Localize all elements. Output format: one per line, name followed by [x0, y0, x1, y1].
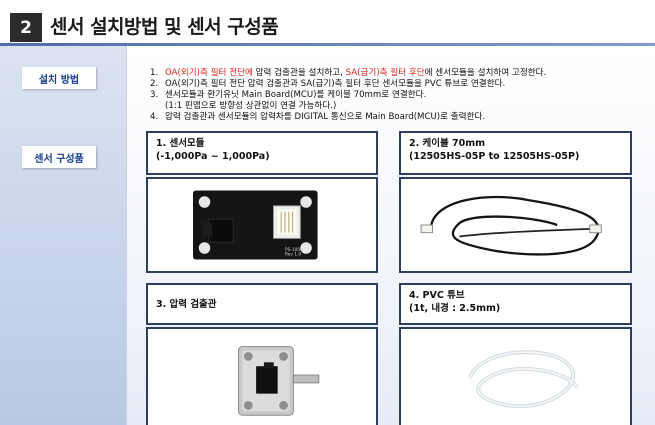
step-2-text: OA(외기)측 필터 전단 압력 검출관과 SA(급기)측 필터 후단 센서모듈… — [165, 79, 506, 89]
step-3-text: 센서모듈과 환기유닛 Main Board(MCU)를 케이블 70mm로 연결… — [165, 90, 427, 100]
section-number: 2 — [10, 13, 42, 42]
card-title: 2. 케이블 70mm — [409, 138, 486, 149]
board-print-line1: PS-1000 — [285, 247, 303, 253]
step-2: 2. OA(외기)측 필터 전단 압력 검출관과 SA(급기)측 필터 후단 센… — [150, 79, 640, 90]
card-cable-header: 2. 케이블 70mm (12505HS-05P to 12505HS-05P) — [399, 131, 632, 175]
page-header: 2 센서 설치방법 및 센서 구성품 — [0, 0, 655, 46]
card-subtitle: (1t, 내경 : 2.5mm) — [409, 303, 501, 314]
step-3: 3. 센서모듈과 환기유닛 Main Board(MCU)를 케이블 70mm로… — [150, 90, 640, 101]
board-print-line2: Rev 1.0 — [285, 252, 301, 258]
header-divider — [0, 43, 655, 46]
step-number: 1. — [150, 68, 159, 78]
step-1-highlight-sa: SA(급기)측 필터 후단 — [345, 68, 425, 78]
step-number: 3. — [150, 90, 159, 100]
card-pvc-tube-header: 4. PVC 튜브 (1t, 내경 : 2.5mm) — [399, 283, 632, 325]
sensor-module-illustration: PS-1000 Rev 1.0 — [193, 190, 318, 260]
step-1-text-a: 압력 검출관을 설치하고, — [252, 68, 346, 78]
card-pressure-tube-image — [146, 327, 378, 425]
install-steps: 1. OA(외기)측 필터 전단에 압력 검출관을 설치하고, SA(급기)측 … — [150, 68, 640, 123]
card-pressure-tube-header: 3. 압력 검출관 — [146, 283, 378, 325]
components-label: 센서 구성품 — [22, 146, 96, 168]
card-title: 3. 압력 검출관 — [156, 298, 217, 310]
cable-illustration — [420, 195, 602, 256]
install-method-label: 설치 방법 — [22, 67, 96, 89]
pvc-tube-illustration — [468, 350, 580, 409]
step-3-note: (1:1 핀맵으로 방향성 상관없이 연결 가능하다.) — [165, 101, 337, 111]
card-subtitle: (-1,000Pa ~ 1,000Pa) — [156, 151, 270, 162]
card-title: 1. 센서모듈 — [156, 138, 205, 149]
card-sensor-module-image: PS-1000 Rev 1.0 — [146, 177, 378, 273]
card-title: 4. PVC 튜브 — [409, 290, 465, 301]
card-sensor-module-header: 1. 센서모듈 (-1,000Pa ~ 1,000Pa) — [146, 131, 378, 175]
step-number: 2. — [150, 79, 159, 89]
card-subtitle: (12505HS-05P to 12505HS-05P) — [409, 151, 580, 162]
step-1-highlight-oa: OA(외기)측 필터 전단에 — [165, 68, 253, 78]
step-4: 4. 압력 검출관과 센서모듈의 압력차를 DIGITAL 통신으로 Main … — [150, 112, 640, 123]
step-number: 4. — [150, 112, 159, 122]
pressure-tube-illustration — [238, 346, 320, 416]
card-pvc-tube-image — [399, 327, 632, 425]
card-cable-image — [399, 177, 632, 273]
step-1-text-b: 에 센서모듈을 설치하여 고정한다. — [424, 68, 547, 78]
left-panel — [0, 46, 126, 425]
step-4-text: 압력 검출관과 센서모듈의 압력차를 DIGITAL 통신으로 Main Boa… — [165, 112, 486, 122]
page-title: 센서 설치방법 및 센서 구성품 — [50, 16, 279, 38]
step-1: 1. OA(외기)측 필터 전단에 압력 검출관을 설치하고, SA(급기)측 … — [150, 68, 640, 79]
